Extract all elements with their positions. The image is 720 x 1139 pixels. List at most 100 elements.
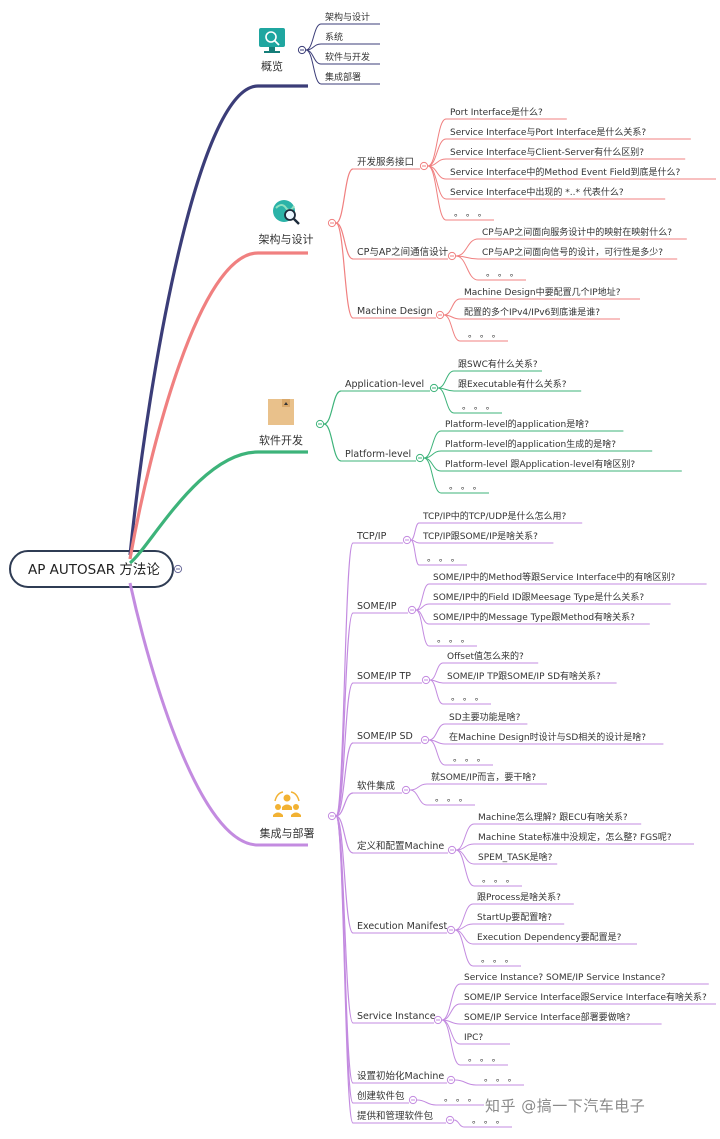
group-node[interactable]: Execution Manifest跟Process是啥关系?StartUp要配… [335, 815, 637, 967]
leaf-item: 系统 [325, 31, 343, 43]
leaf-item: 跟Executable有什么关系? [458, 378, 567, 390]
branch-toggle[interactable] [327, 218, 337, 228]
ellipsis-item: 。 。 。 [472, 1116, 505, 1126]
monitor-screen [259, 28, 285, 47]
branch-integration[interactable]: 集成与部署TCP/IPTCP/IP中的TCP/UDP是什么怎么用?TCP/IP跟… [260, 510, 717, 1128]
branch-curve [427, 118, 447, 167]
branch-label: 概览 [261, 59, 283, 73]
leaf-item: SOME/IP中的Method等跟Service Interface中的有啥区别… [433, 571, 676, 583]
branch-curve [454, 903, 474, 931]
leaf-item: Service Interface与Port Interface是什么关系? [450, 126, 646, 138]
leaf-item: SPEM_TASK是啥? [478, 851, 553, 863]
group-toggle[interactable] [433, 1015, 443, 1025]
branch-curve [415, 609, 430, 647]
ellipsis-item: 。 。 。 [451, 693, 484, 703]
group-label: Machine Design [357, 306, 433, 317]
leaf-item: IPC? [464, 1033, 483, 1043]
group-node[interactable]: Application-level跟SWC有什么关系?跟Executable有什… [323, 358, 582, 425]
branch-curve [410, 522, 420, 541]
group-toggle[interactable] [421, 675, 431, 685]
group-toggle[interactable] [419, 161, 429, 171]
leaf-item: SOME/IP Service Interface部署要做啥? [464, 1011, 631, 1023]
group-node[interactable]: CP与AP之间通信设计CP与AP之间面向服务设计中的映射在映射什么?CP与AP之… [335, 222, 687, 281]
branch-curve [429, 662, 444, 681]
branch-curve [429, 679, 444, 705]
globe-search-icon [273, 200, 300, 225]
ellipsis-item: 。 。 。 [468, 330, 501, 340]
ellipsis-item: 。 。 。 [444, 1094, 477, 1104]
ellipsis-item: 。 。 。 [435, 794, 468, 804]
group-toggle[interactable] [420, 735, 430, 745]
leaf-item: Service Interface中出现的 *..* 代表什么? [450, 186, 624, 198]
group-label: Service Instance [357, 1011, 436, 1022]
group-toggle[interactable] [415, 453, 425, 463]
ellipsis-item: 。 。 。 [437, 635, 470, 645]
branch-curve [441, 983, 461, 1021]
leaf-item: 集成部署 [325, 71, 361, 83]
branch-curve [437, 370, 455, 389]
branch-toggle[interactable] [297, 45, 307, 55]
group-toggle[interactable] [445, 1115, 455, 1125]
leaf-item: Platform-level 跟Application-level有啥区别? [445, 458, 635, 470]
group-toggle[interactable] [435, 310, 445, 320]
branch-toggle[interactable] [327, 811, 337, 821]
leaf-item: 跟Process是啥关系? [477, 891, 561, 903]
ellipsis-item: 。 。 。 [427, 554, 460, 564]
ellipsis-item: 。 。 。 [453, 754, 486, 764]
group-label: 创建软件包 [357, 1090, 405, 1102]
leaf-item: Execution Dependency要配置是? [477, 932, 622, 943]
group-toggle[interactable] [446, 925, 456, 935]
group-label: TCP/IP [356, 531, 387, 542]
magnifier-handle [274, 40, 280, 46]
branch-curve [427, 165, 447, 221]
group-node[interactable]: 创建软件包 。 。 。 [335, 815, 484, 1106]
root-node[interactable]: AP AUTOSAR 方法论 [9, 550, 183, 588]
box-icon [268, 399, 294, 425]
group-toggle[interactable] [429, 383, 439, 393]
group-toggle[interactable] [446, 1075, 456, 1085]
branch-toggle[interactable] [315, 419, 325, 429]
ellipsis-item: 。 。 。 [484, 1074, 517, 1084]
group-toggle[interactable] [401, 785, 411, 795]
group-toggle[interactable] [447, 251, 457, 261]
root-toggle[interactable] [173, 564, 183, 574]
branch-label: 软件开发 [259, 433, 303, 447]
branch-curve [335, 682, 354, 817]
branch-curve [455, 238, 479, 257]
group-toggle[interactable] [402, 535, 412, 545]
branch-curve [443, 298, 461, 316]
leaf-item: StartUp要配置啥? [477, 911, 552, 923]
person-head [283, 794, 291, 802]
ellipsis-item: 。 。 。 [468, 1054, 501, 1064]
ellipsis-item: 。 。 。 [482, 875, 515, 885]
branch-software[interactable]: 软件开发 Application-level跟SWC有什么关系?跟Executab… [259, 358, 682, 494]
leaf-item: Platform-level的application是啥? [445, 418, 589, 430]
group-toggle[interactable] [447, 845, 457, 855]
person-head [275, 804, 281, 810]
group-toggle[interactable] [407, 605, 417, 615]
group-toggle[interactable] [408, 1095, 418, 1105]
group-label: 开发服务接口 [357, 156, 414, 168]
branch-curve [335, 742, 354, 817]
group-node[interactable]: Platform-levelPlatform-level的application… [323, 418, 682, 494]
group-node[interactable]: 提供和管理软件包。 。 。 [335, 815, 512, 1128]
branch-curve [305, 49, 322, 85]
branch-label: 架构与设计 [259, 232, 314, 246]
group-label: 定义和配置Machine [357, 840, 444, 852]
branch-curve [335, 815, 354, 934]
branch-curve [455, 849, 475, 865]
box-arrow [284, 402, 288, 405]
branch-curve [455, 823, 475, 851]
group-node[interactable]: 设置初始化Machine。 。 。 [335, 815, 524, 1086]
